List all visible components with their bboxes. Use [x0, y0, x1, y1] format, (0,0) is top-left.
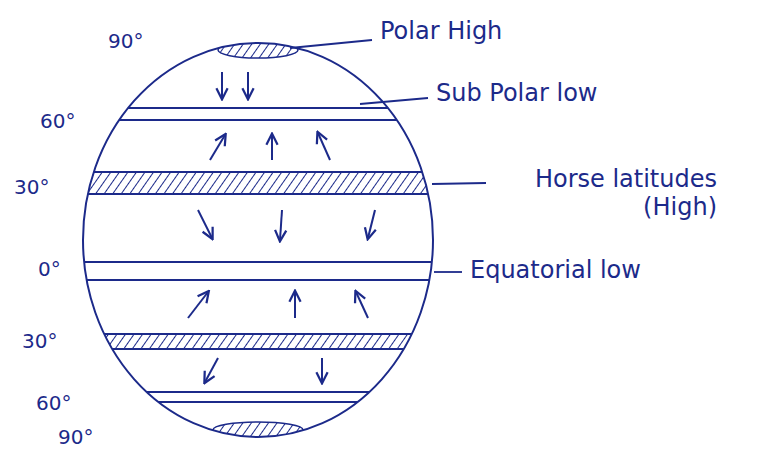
- latitude-label: 60°: [36, 392, 71, 415]
- wind-arrows: [188, 72, 375, 382]
- polar-cap: [218, 42, 298, 58]
- globe-outline: [83, 43, 433, 437]
- latitude-label: 30°: [14, 176, 49, 199]
- polar-cap: [213, 422, 303, 438]
- leader-lines: [290, 40, 486, 272]
- high-band: [60, 334, 460, 349]
- latitude-label: 90°: [108, 30, 143, 53]
- latitude-label: 60°: [40, 110, 75, 133]
- latitude-label: 0°: [38, 258, 61, 281]
- latitude-label: 30°: [22, 330, 57, 353]
- latitude-lines: [60, 42, 460, 438]
- pressure-belt-label: Equatorial low: [470, 257, 641, 285]
- pressure-belt-label: Polar High: [380, 18, 502, 46]
- pressure-belt-label: Horse latitudes (High): [492, 166, 717, 221]
- high-band: [60, 172, 460, 194]
- latitude-label: 90°: [58, 426, 93, 449]
- pressure-belt-label: Sub Polar low: [436, 80, 597, 108]
